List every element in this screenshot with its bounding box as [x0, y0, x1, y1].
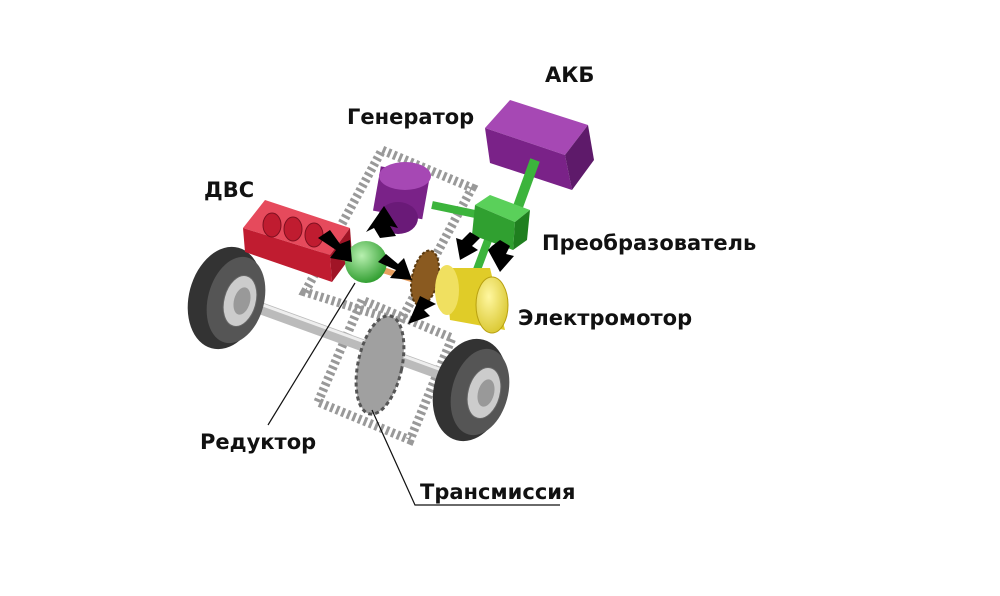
right-wheel [432, 338, 510, 442]
motor-cylinder [435, 265, 509, 334]
converter-block [472, 195, 530, 250]
label-reducer: Редуктор [200, 430, 316, 454]
reducer-sphere [345, 241, 387, 283]
label-motor: Электромотор [518, 306, 692, 330]
axle [232, 294, 478, 391]
battery-block [485, 100, 594, 190]
left-wheel [187, 246, 266, 350]
label-generator: Генератор [347, 105, 474, 129]
reducer-leader [267, 282, 356, 426]
label-transmission: Трансмиссия [420, 480, 575, 504]
power-split-boundary [298, 144, 479, 328]
transmission-gear [354, 314, 406, 416]
energy-flow-arrows [318, 206, 514, 324]
label-converter: Преобразователь [542, 231, 756, 255]
label-battery: АКБ [545, 63, 594, 87]
generator-cylinder [373, 162, 431, 234]
label-engine: ДВС [204, 178, 254, 202]
transmission-leader [371, 409, 560, 506]
